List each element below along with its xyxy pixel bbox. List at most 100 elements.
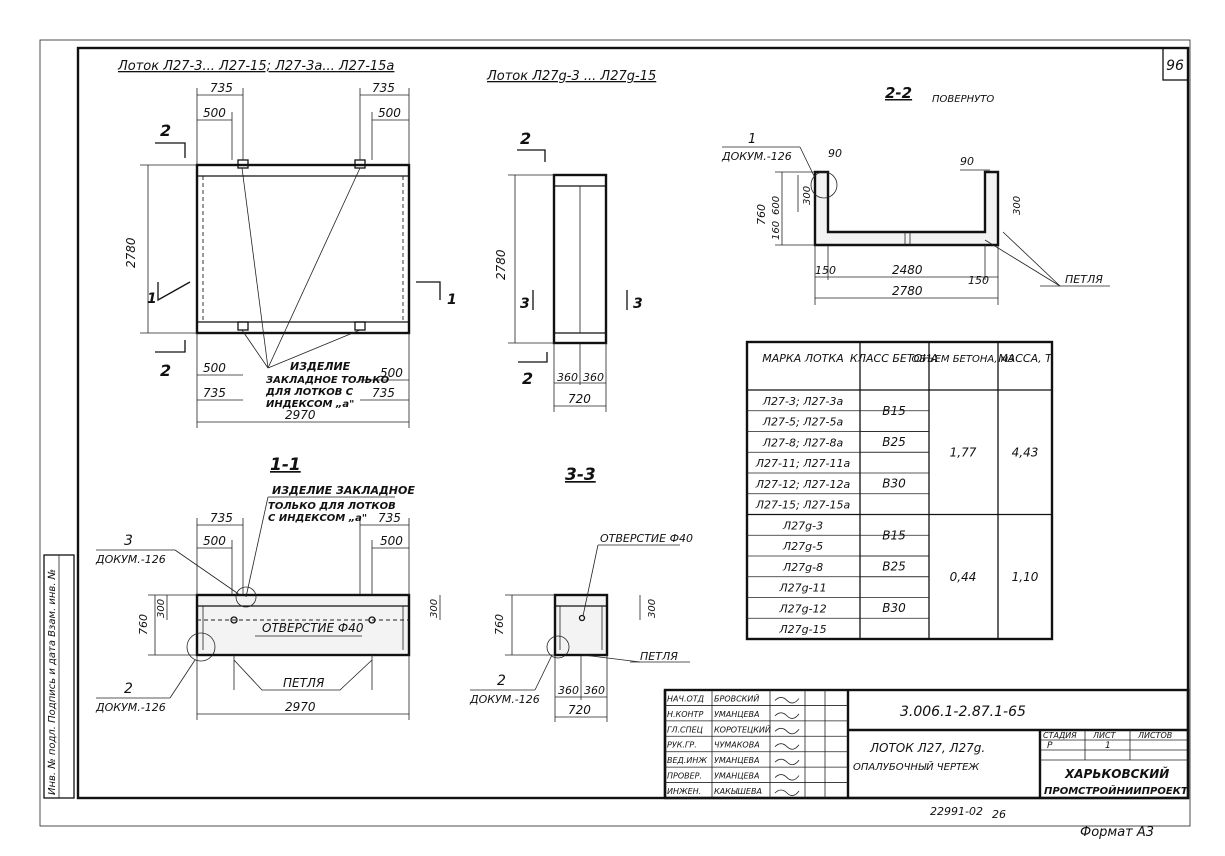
signature: [774, 789, 800, 796]
trough-profile: [813, 170, 1000, 247]
plan2-title: Лоток Л27g-3 ... Л27g-15: [486, 69, 656, 84]
table-mark-cell: Л27-12; Л27-12а: [755, 478, 851, 491]
cut-2-plan2-bottom: 2: [522, 369, 533, 388]
embed-section-line3: С ИНДЕКСОМ „а": [268, 513, 367, 524]
plan1-title: Лоток Л27-3... Л27-15; Л27-3а... Л27-15а: [117, 59, 394, 74]
stage-value: Р: [1047, 741, 1053, 751]
dim-500-bottom-right: 500: [380, 366, 403, 380]
table-mark-cell: Л27g-12: [778, 602, 826, 615]
dim-160-s22: 160: [771, 221, 782, 240]
ref2-num-33: 2: [497, 673, 506, 689]
cut-1-right: 1: [447, 292, 457, 308]
table-class-cell: В15: [882, 528, 906, 542]
dim-720-s33: 720: [568, 703, 591, 717]
hole-label-33: ОТВЕРСТИЕ Ф40: [600, 532, 693, 545]
plan-view-l27: Лоток Л27-3... Л27-15; Л27-3а... Л27-15а…: [117, 59, 457, 428]
dim-760-s33: 760: [493, 614, 506, 635]
dim-2780-plan2: 2780: [494, 249, 508, 280]
dim-360-s33-left: 360: [558, 684, 579, 697]
embed-note-line3: ДЛЯ ЛОТКОВ С: [265, 387, 354, 398]
th-class: КЛАСС БЕТОНА: [850, 352, 938, 365]
table-mark-cell: Л27g-3: [782, 519, 823, 532]
table-mark-cell: Л27g-15: [778, 623, 826, 636]
table-mark-cell: Л27-8; Л27-8а: [762, 436, 844, 449]
table-mass-cell: 1,10: [1012, 570, 1039, 584]
loop-label-33: ПЕТЛЯ: [640, 650, 678, 663]
table-volume-cell: 1,77: [950, 445, 977, 459]
dim-300-s11-left: 300: [156, 599, 167, 618]
cut-2-plan2-top: 2: [520, 129, 531, 148]
signature: [774, 697, 800, 704]
format-label: Формат А3: [1080, 825, 1154, 840]
tb-name: ЧУМАКОВА: [714, 741, 760, 750]
table-mark-cell: Л27-5; Л27-5а: [762, 416, 844, 429]
dim-500-s11-left: 500: [203, 534, 226, 548]
dim-720-plan2: 720: [568, 392, 591, 406]
dim-760-s22: 760: [755, 204, 768, 225]
tb-role: ВЕД.ИНЖ: [667, 756, 707, 765]
sheet-label: ЛИСТ: [1092, 731, 1117, 740]
tb-role: ГЛ.СПЕЦ: [667, 725, 703, 734]
dim-500-bottom-left: 500: [203, 361, 226, 375]
table-mark-cell: Л27g-11: [778, 582, 826, 595]
signature: [774, 743, 800, 750]
dim-2970-plan1: 2970: [285, 408, 316, 422]
section22-note: ПОВЕРНУТО: [932, 94, 994, 105]
hole-label-11: ОТВЕРСТИЕ Ф40: [262, 621, 364, 635]
cut-3-left: 3: [520, 296, 530, 312]
ref3-doc: ДОКУМ.-126: [95, 553, 166, 566]
section11-title: 1-1: [270, 455, 301, 475]
cut-3-right: 3: [633, 296, 643, 312]
tb-name: УМАНЦЕВА: [714, 710, 760, 719]
dim-735-bottom-right: 735: [372, 386, 395, 400]
section33-outline: [553, 593, 609, 657]
specification-table: МАРКА ЛОТКА КЛАСС БЕТОНА ОБЪЕМ БЕТОНА, м…: [745, 340, 1054, 641]
th-mark: МАРКА ЛОТКА: [762, 352, 843, 365]
sheet-number: 96: [1166, 58, 1184, 74]
tb-name: КАКЫШЕВА: [714, 787, 762, 796]
doc-code: 3.006.1-2.87.1-65: [900, 704, 1026, 720]
sheets-label: ЛИСТОВ: [1137, 731, 1172, 740]
table-class-cell: В30: [882, 601, 906, 615]
signature: [774, 712, 800, 719]
table-class-cell: В15: [882, 404, 906, 418]
th-mass: МАССА, Т: [998, 352, 1053, 365]
embed-note-line4: ИНДЕКСОМ „а": [266, 399, 354, 410]
detail-2-circle-33: [546, 635, 570, 659]
drawing-border: [76, 46, 1190, 800]
dim-600-s22: 600: [771, 196, 782, 215]
dim-360-left: 360: [557, 371, 578, 384]
dim-735-top-left: 735: [210, 81, 233, 95]
section11-outline: [195, 593, 411, 657]
embed-section-line1: ИЗДЕЛИЕ ЗАКЛАДНОЕ: [272, 484, 415, 497]
detail-1-circle: [810, 171, 838, 199]
cut-1-left: 1: [147, 291, 157, 307]
dim-360-right: 360: [583, 371, 604, 384]
detail-2-circle: [186, 632, 216, 662]
ref2-doc-33: ДОКУМ.-126: [469, 693, 540, 706]
ref2-doc-11: ДОКУМ.-126: [95, 701, 166, 714]
signature: [774, 774, 800, 781]
ref2-num-11: 2: [124, 681, 133, 697]
plan-view-l27g: Лоток Л27g-3 ... Л27g-15 2780 360 360 72…: [486, 69, 656, 412]
section-1-1: 1-1 ОТВЕРСТИЕ Ф40 ПЕТЛЯ 2970 735 500 735…: [95, 455, 441, 720]
loop-label-11: ПЕТЛЯ: [283, 676, 325, 690]
detail-3-circle: [235, 586, 257, 608]
tb-name: БРОВСКИЙ: [714, 692, 759, 703]
cut-2-bottom: 2: [160, 361, 171, 380]
tb-name: УМАНЦЕВА: [714, 772, 760, 781]
table-mark-cell: Л27-11; Л27-11а: [755, 457, 851, 470]
table-frame: [745, 340, 1054, 641]
org-line2: ПРОМСТРОЙНИИПРОЕКТ: [1044, 784, 1189, 797]
signature: [774, 758, 800, 766]
dim-735-s11-right: 735: [378, 511, 401, 525]
bottom-page: 26: [992, 808, 1006, 821]
table-class-cell: В25: [882, 559, 906, 573]
cut-2-top: 2: [160, 121, 171, 140]
tb-role: НАЧ.ОТД: [667, 694, 704, 703]
table-mark-cell: Л27g-8: [782, 561, 823, 574]
dim-300-s22-left: 300: [802, 186, 813, 205]
side-stamp-text: Инв. № подл. Подпись и дата Взам. инв. №: [47, 569, 58, 795]
table-mark-cell: Л27-15; Л27-15а: [755, 499, 851, 512]
